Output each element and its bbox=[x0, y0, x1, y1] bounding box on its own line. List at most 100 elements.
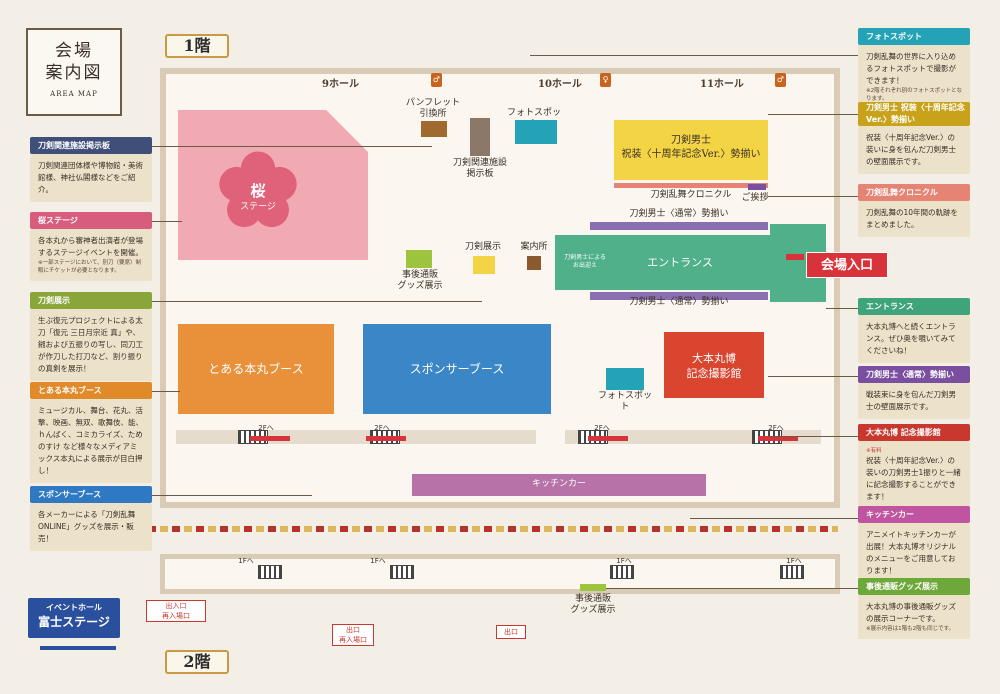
panel-head: エントランス bbox=[858, 298, 970, 315]
leader-line bbox=[530, 55, 858, 56]
photospot-bottom-label: フォトスポット bbox=[597, 391, 652, 412]
commemorative-studio bbox=[664, 332, 764, 398]
right-panel-kitchen: キッチンカー アニメイトキッチンカーが出展！大本丸博オリジナルのメニューをご用意… bbox=[858, 506, 970, 583]
right-panel-photospot: フォトスポット 刀剣乱舞の世界に入り込めるフォトスポットで撮影ができます！ ※2… bbox=[858, 28, 970, 109]
leader-line bbox=[768, 114, 858, 115]
regular-strip-bottom bbox=[590, 292, 768, 300]
restroom-icon: ♂ bbox=[775, 73, 786, 87]
touken-display-booth bbox=[473, 256, 495, 274]
hall-10-label: 10ホール bbox=[538, 79, 582, 90]
panel-body-text: 各本丸から審神者出演者が登場するステージイベントを開催。 bbox=[38, 236, 143, 257]
to-1f-3: 1Fへ bbox=[616, 557, 632, 565]
to-2f-3: 2Fへ bbox=[594, 424, 610, 432]
sponsor-booth-label: スポンサーブース bbox=[409, 362, 505, 376]
info-label: 案内所 bbox=[520, 242, 548, 252]
honmaru-booth-label: とある本丸ブース bbox=[208, 362, 304, 376]
panel-note: ※2階それぞれ別のフォトスポットとなります。 bbox=[866, 88, 962, 102]
stairs-icon bbox=[780, 565, 804, 579]
right-panel-post-sales: 事後通販グッズ展示 大本丸博の事後通販グッズの展示コーナーです。 ※展示内容は1… bbox=[858, 578, 970, 639]
panel-head: 桜ステージ bbox=[30, 212, 152, 229]
panel-body: 大本丸博の事後通販グッズの展示コーナーです。 ※展示内容は1階も2階も同じです。 bbox=[858, 595, 970, 639]
panel-body: 戦装束に身を包んだ刀剣男士の壁面展示です。 bbox=[858, 383, 970, 419]
leader-line bbox=[152, 301, 482, 302]
stairs-icon bbox=[390, 565, 414, 579]
event-hall-line2: 富士ステージ bbox=[38, 615, 110, 629]
stair-bar-left bbox=[176, 430, 536, 444]
panel-body-text: 祝装〈十周年記念Ver.〉の装いの刀剣男士1振りと一緒に記念撮影することができま… bbox=[866, 456, 961, 501]
map-title-box: 会場 案内図 AREA MAP bbox=[26, 28, 122, 116]
panel-head: 刀剣男士〈通常〉勢揃い bbox=[858, 366, 970, 383]
pamphlet-label2: 引換所 bbox=[419, 109, 447, 119]
panel-body: 祝装〈十周年記念Ver.〉の装いに身を包んだ刀剣男士の壁面展示です。 bbox=[858, 126, 970, 174]
right-panel-decennial: 刀剣男士 祝装〈十周年記念Ver.〉勢揃い 祝装〈十周年記念Ver.〉の装いに身… bbox=[858, 102, 970, 174]
entrance-welcome-line1: 刀剣男士による bbox=[564, 254, 606, 261]
to-2f-1: 2Fへ bbox=[258, 424, 274, 432]
event-hall-arrow bbox=[40, 646, 116, 650]
kitchen-car-label: キッチンカー bbox=[531, 479, 586, 489]
leader-line bbox=[690, 518, 858, 519]
to-2f-4: 2Fへ bbox=[768, 424, 784, 432]
left-panel-board: 刀剣関連施設掲示板 刀剣関連団体様や博物館・美術館様、神社仏閣様などをご紹介。 bbox=[30, 137, 152, 202]
exit-label: 出口 bbox=[496, 625, 526, 639]
arrow-to-2f bbox=[588, 436, 628, 441]
greeting-label: ご挨拶 bbox=[741, 193, 769, 203]
panel-note: ※展示内容は1階も2階も同じです。 bbox=[866, 626, 955, 632]
to-1f-4: 1Fへ bbox=[786, 557, 802, 565]
decennial-display bbox=[614, 120, 768, 180]
to-2f-2: 2Fへ bbox=[374, 424, 390, 432]
entrance-welcome: 刀剣男士による お出迎え bbox=[562, 254, 608, 270]
panel-body: ※有料 祝装〈十周年記念Ver.〉の装いの刀剣男士1振りと一緒に記念撮影すること… bbox=[858, 441, 970, 509]
entrance-label: エントランス bbox=[647, 256, 713, 269]
commemorative-label2: 記念撮影館 bbox=[686, 367, 742, 380]
event-hall-sign: イベントホール 富士ステージ bbox=[28, 598, 120, 638]
panel-head: 刀剣展示 bbox=[30, 292, 152, 309]
map-title-line1: 会場 bbox=[55, 41, 93, 61]
venue-entrance-sign: 会場入口 bbox=[806, 252, 888, 278]
panel-head: 事後通販グッズ展示 bbox=[858, 578, 970, 595]
regular-top-label: 刀剣男士〈通常〉勢揃い bbox=[629, 209, 729, 219]
leader-line bbox=[152, 391, 180, 392]
honmaru-booth bbox=[178, 324, 334, 414]
panel-body: 大本丸博へと続くエントランス。ぜひ奥を覗いてみてくださいね！ bbox=[858, 315, 970, 363]
panel-head: 刀剣乱舞クロニクル bbox=[858, 184, 970, 201]
touken-display-label: 刀剣展示 bbox=[464, 242, 501, 252]
sakura-stage-label2: ステージ bbox=[240, 202, 276, 212]
post-sales-2f-booth bbox=[580, 584, 606, 591]
panel-note: ※一部ステージにおいて、別刀（要席）制販にチケットが必要となります。 bbox=[38, 260, 142, 274]
map-title-line2: 案内図 bbox=[45, 63, 103, 83]
sakura-flower-icon bbox=[215, 148, 301, 234]
panel-body-text: 大本丸博の事後通販グッズの展示コーナーです。 bbox=[866, 602, 956, 623]
sakura-stage-label1: 桜 bbox=[250, 182, 266, 200]
panel-body: アニメイトキッチンカーが出展！大本丸博オリジナルのメニューをご用意しております！ bbox=[858, 523, 970, 583]
leader-line bbox=[770, 436, 858, 437]
panel-body: ミュージカル、舞台、花丸、活撃、映画、無双、歌舞伎、能、ｈんばく、コミカライズ、… bbox=[30, 399, 152, 483]
panel-head: 刀剣関連施設掲示板 bbox=[30, 137, 152, 154]
panel-head: 刀剣男士 祝装〈十周年記念Ver.〉勢揃い bbox=[858, 102, 970, 126]
leader-line bbox=[152, 495, 312, 496]
chronicle-label: 刀剣乱舞クロニクル bbox=[650, 190, 732, 200]
leader-line bbox=[152, 221, 182, 222]
leader-line bbox=[768, 376, 858, 377]
post-sales-label2: グッズ展示 bbox=[397, 281, 443, 291]
pamphlet-booth bbox=[421, 121, 447, 137]
kitchen-car-area bbox=[412, 474, 706, 496]
panel-head: とある本丸ブース bbox=[30, 382, 152, 399]
right-panel-chronicle: 刀剣乱舞クロニクル 刀剣乱舞の10年間の軌跡をまとめました。 bbox=[858, 184, 970, 237]
greeting-marker bbox=[748, 184, 766, 190]
panel-body: 刀剣乱舞の世界に入り込めるフォトスポットで撮影ができます！ ※2階それぞれ別のフ… bbox=[858, 45, 970, 109]
related-board-marker bbox=[470, 118, 490, 156]
related-board-label1: 刀剣関連施設 bbox=[452, 158, 507, 168]
leader-line bbox=[768, 196, 858, 197]
stairs-icon bbox=[258, 565, 282, 579]
panel-body-text: 刀剣乱舞の世界に入り込めるフォトスポットで撮影ができます！ bbox=[866, 52, 956, 85]
right-panel-entrance: エントランス 大本丸博へと続くエントランス。ぜひ奥を覗いてみてくださいね！ bbox=[858, 298, 970, 363]
entrance-arrow bbox=[786, 254, 804, 260]
regular-bottom-label: 刀剣男士〈通常〉勢揃い bbox=[629, 297, 729, 307]
photospot-bottom-booth bbox=[606, 368, 644, 390]
exit-entry-left-line2: 再入場口 bbox=[162, 612, 190, 620]
exit-entry-mid: 出口 再入場口 bbox=[332, 624, 374, 646]
panel-note: ※有料 bbox=[866, 448, 882, 454]
restroom-icon: ♂ bbox=[431, 73, 442, 87]
left-panel-honmaru: とある本丸ブース ミュージカル、舞台、花丸、活撃、映画、無双、歌舞伎、能、ｈんば… bbox=[30, 382, 152, 483]
panel-body: 各本丸から審神者出演者が登場するステージイベントを開催。 ※一部ステージにおいて… bbox=[30, 229, 152, 281]
